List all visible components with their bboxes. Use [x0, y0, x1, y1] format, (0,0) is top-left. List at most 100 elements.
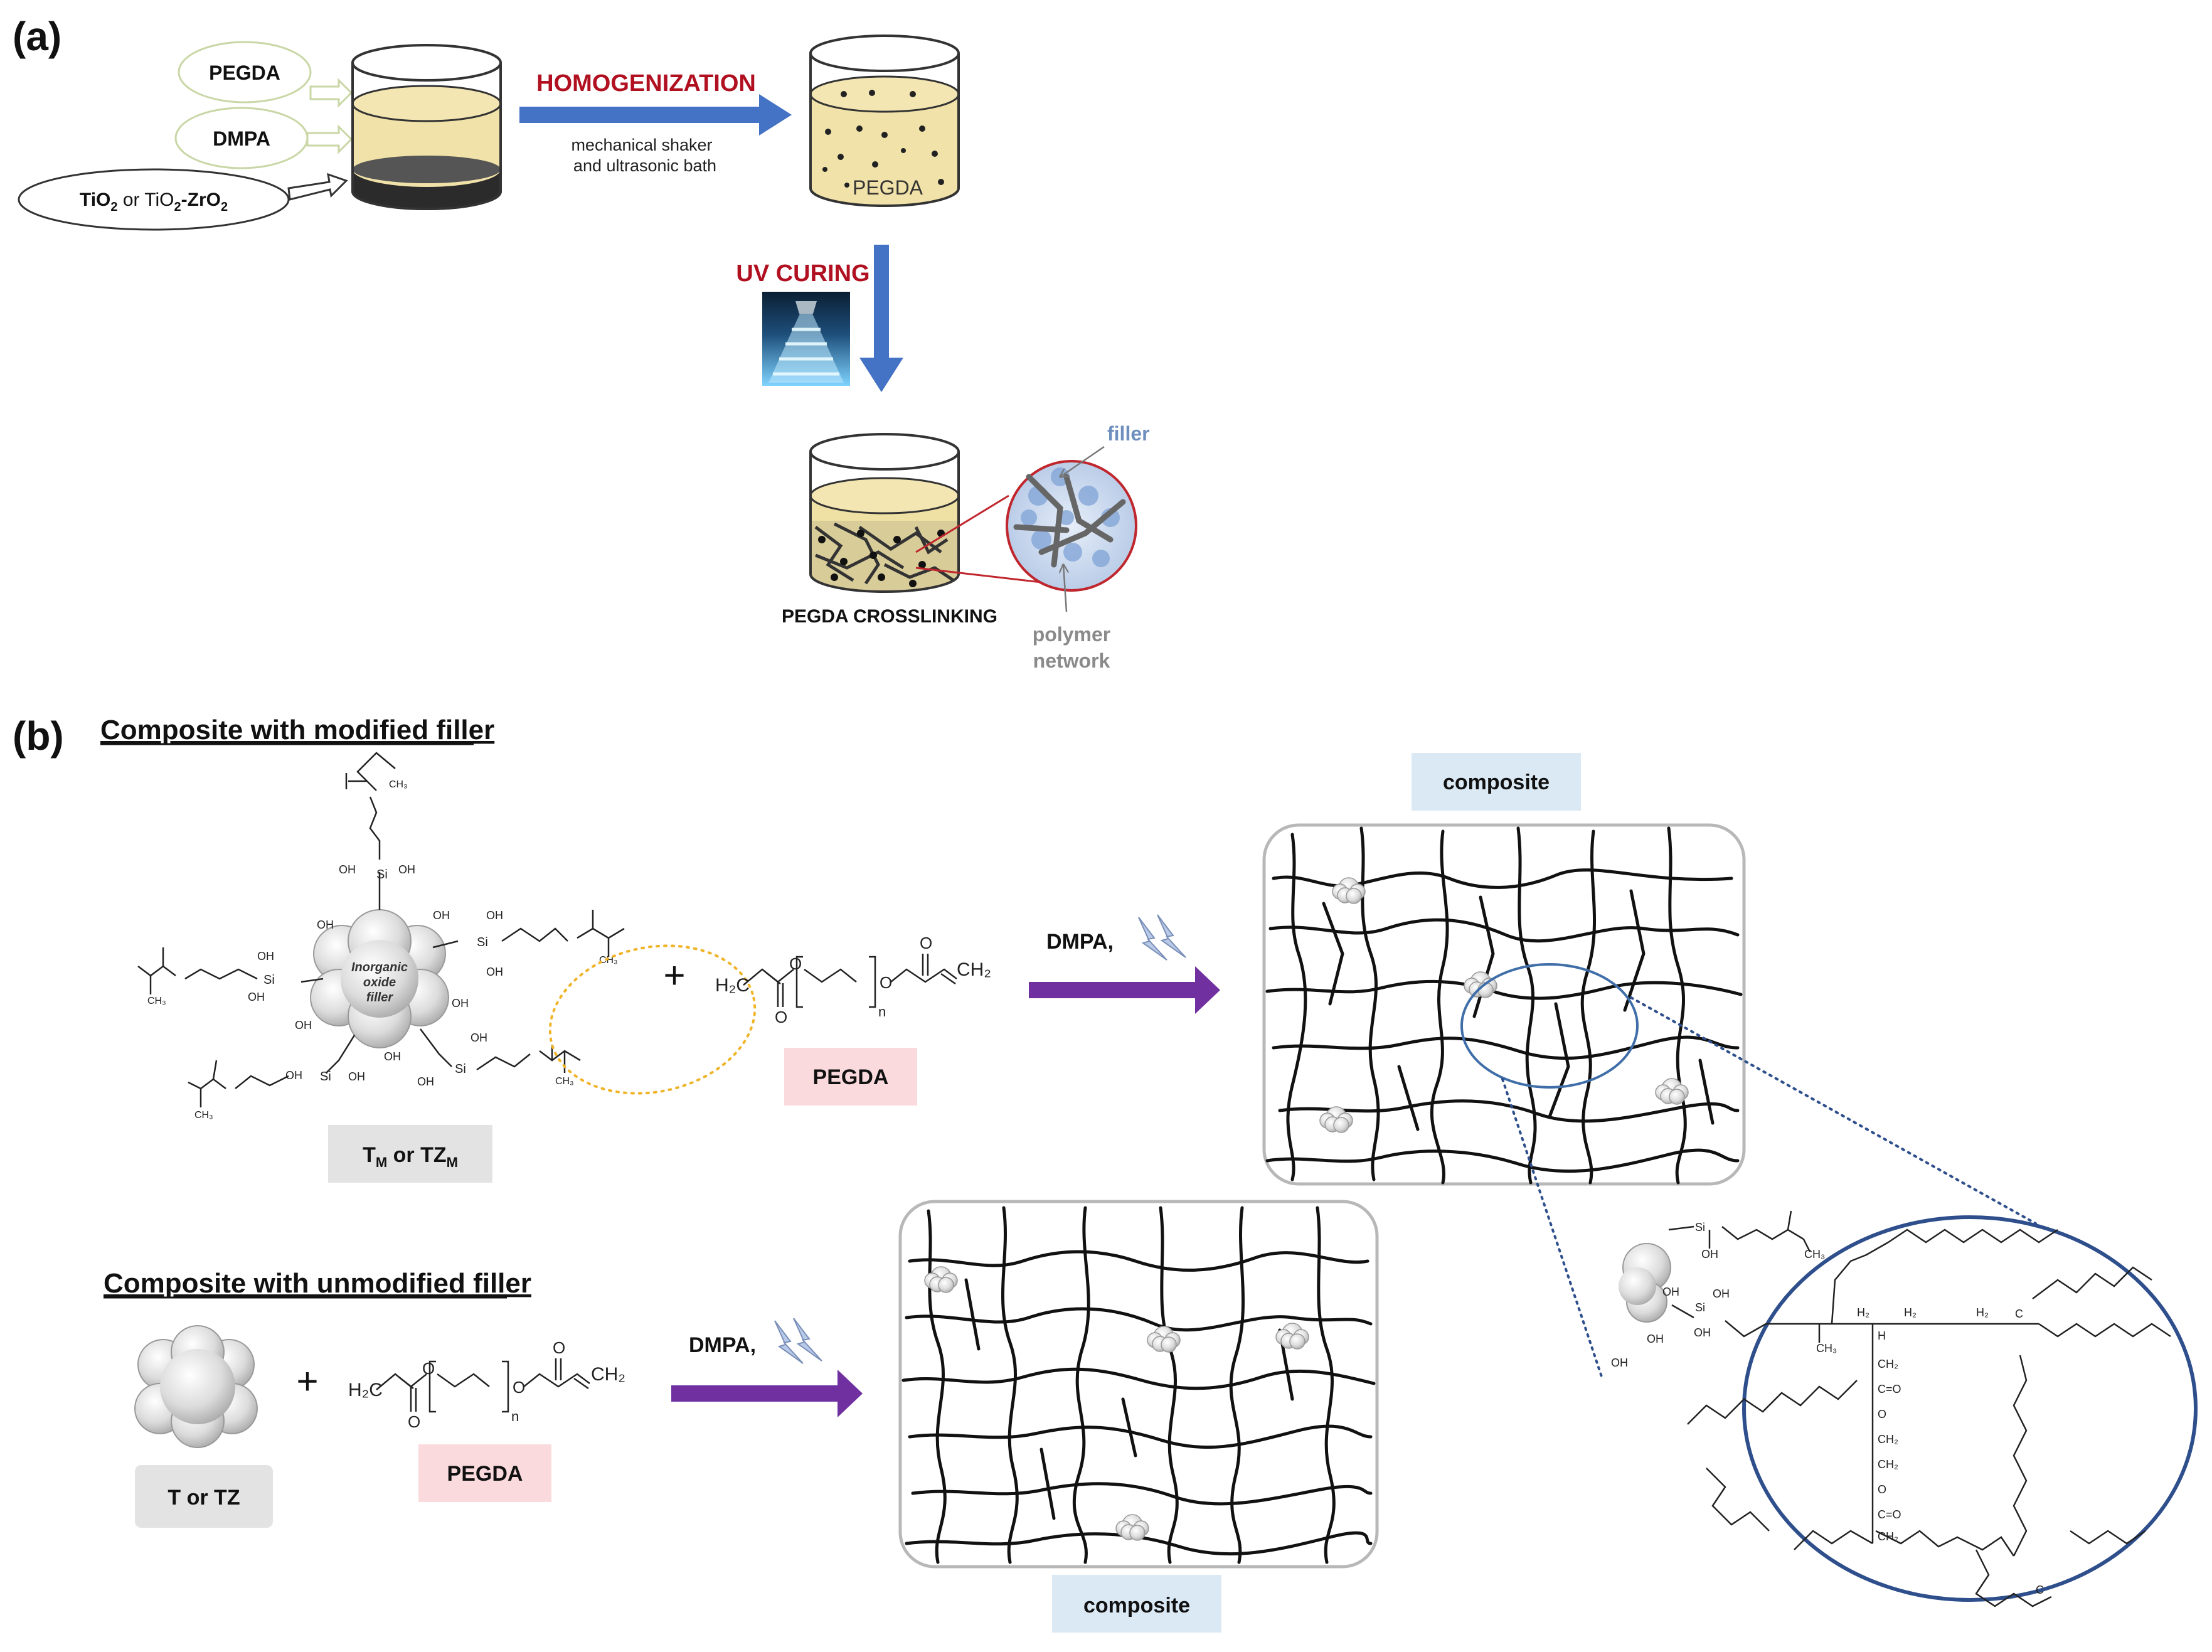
zoom-oh-1: OH [1701, 1248, 1718, 1260]
zoom-h2-2: H₂ [1904, 1306, 1917, 1319]
pegda-structure-top: H₂C O O O O n CH₂ [715, 934, 991, 1026]
zoom-line-top [915, 494, 1009, 553]
composite-label-top: composite [1443, 770, 1550, 794]
oh-label-surface-4: OH [452, 997, 469, 1010]
oh-label-top-left: OH [339, 863, 356, 876]
filler-text-line1: Inorganic [351, 961, 408, 974]
beaker-mixed: PEGDA [809, 35, 960, 207]
si-label-bottom-right: Si [455, 1062, 466, 1076]
panel-b-label: (b) [13, 713, 64, 759]
homogenization-line2: and ultrasonic bath [573, 156, 716, 175]
modified-plus-sign: + [663, 954, 685, 996]
pegda-o-top-2: O [775, 1008, 787, 1026]
pegda-o-bottom-4: O [553, 1338, 565, 1357]
zoom-oh-3: OH [1694, 1326, 1711, 1339]
beaker-initial [351, 44, 502, 210]
pegda-feed-arrow [309, 78, 353, 108]
oh-label-left-top: OH [257, 950, 274, 962]
composite-label-bottom: composite [1083, 1594, 1190, 1617]
composite-label-box-bottom [1052, 1575, 1221, 1633]
zoom-ch3-1: CH₃ [1804, 1248, 1825, 1260]
molecular-zoom-ellipse [1742, 1215, 2198, 1602]
oh-label-surface-3: OH [295, 1019, 312, 1031]
reactive-group-highlight [548, 944, 757, 1095]
unmodified-plus-sign: + [296, 1360, 318, 1402]
filler-text-line3: filler [366, 991, 393, 1005]
homogenization-title: HOMOGENIZATION [536, 70, 756, 97]
zoom-oh-6: OH [1611, 1356, 1628, 1369]
network-chains-bottom [901, 1206, 1376, 1564]
zoom-oh-4: OH [1662, 1286, 1679, 1298]
pegda-structure-bottom: H₂C O O O O n CH₂ [348, 1338, 625, 1431]
dmpa-label-bottom: DMPA, [689, 1333, 756, 1357]
zoom-dotted-line-2 [1501, 1078, 1604, 1382]
pegda-ch2-bottom: CH₂ [591, 1364, 625, 1385]
oxide-input-label: TiO2 or TiO2-ZrO2 [80, 189, 228, 214]
homogenization-line1: mechanical shaker [571, 136, 712, 154]
zoom-oh-5: OH [1647, 1333, 1664, 1345]
filler-text-line2: oxide [363, 976, 396, 989]
zoom-ch2-3: CH₂ [1878, 1458, 1898, 1471]
dmpa-label-top: DMPA, [1046, 930, 1114, 954]
unmodified-filler-label-box [135, 1465, 273, 1528]
pegda-input-bubble [178, 41, 312, 104]
pegda-h2c-bottom: H₂C [348, 1380, 383, 1400]
mixed-pegda-label: PEGDA [853, 176, 923, 199]
oh-label-top-right: OH [398, 863, 415, 876]
oh-label-br-b: OH [471, 1031, 487, 1044]
pegda-o-bottom-3: O [513, 1378, 525, 1397]
panel-a: (a) PEGDA DMPA TiO2 or TiO2-ZrO2 HOMOGEN… [13, 14, 1150, 672]
oh-label-left-bottom: OH [248, 991, 265, 1003]
zoom-oh-2: OH [1713, 1287, 1730, 1300]
beaker-crosslinked [809, 433, 960, 593]
oh-label-right-top: OH [486, 909, 503, 922]
modified-filler-heading: Composite with modified filler [100, 715, 494, 745]
oh-label-bl-b: OH [348, 1070, 365, 1083]
zoom-dotted-line-1 [1630, 996, 2037, 1225]
si-label-top: Si [376, 868, 388, 882]
panel-a-label: (a) [13, 14, 61, 59]
pegda-n-top: n [878, 1004, 886, 1020]
oxide-input-bubble [18, 168, 290, 231]
reaction-arrow-top [1029, 966, 1220, 1014]
panel-b: (b) Composite with modified filler Inorg… [13, 713, 2198, 1633]
zoom-ch3-2: CH₃ [1816, 1342, 1837, 1355]
composite-network-bottom [898, 1200, 1379, 1569]
zoom-si-1: Si [1695, 1221, 1705, 1234]
pegda-h2c-top: H₂C [715, 975, 750, 996]
oh-label-surface-5: OH [384, 1050, 401, 1063]
unmodified-filler-cloud [134, 1325, 258, 1448]
zoom-ch2-1: CH₂ [1878, 1358, 1898, 1370]
filler-callout-label: filler [1107, 422, 1150, 445]
unmodified-filler-heading: Composite with unmodified filler [104, 1268, 531, 1299]
zoom-o-2: O [1878, 1483, 1886, 1496]
zoom-region-circle [1460, 963, 1639, 1089]
light-bolt-icon-top [1138, 914, 1186, 961]
ch3-label-top: CH₃ [389, 779, 408, 790]
composite-label-box-top [1412, 753, 1581, 811]
modified-filler-label-box [328, 1125, 492, 1183]
molecular-zoom-content: Si OH CH₃ Si OH OH OH OH OH CH₃ H₂ H₂ H₂… [1611, 1210, 2171, 1607]
reaction-arrow-bottom [671, 1370, 863, 1417]
pegda-o-top-4: O [920, 934, 932, 952]
uv-curing-arrow [859, 245, 903, 392]
pegda-ch2-top: CH₂ [957, 959, 991, 980]
dmpa-input-label: DMPA [213, 127, 270, 150]
zoom-ch2-2: CH₂ [1878, 1433, 1898, 1446]
oh-label-bl-a: OH [285, 1069, 302, 1082]
uv-curing-title: UV CURING [736, 260, 869, 287]
oh-label-surface-1: OH [433, 909, 450, 922]
pegda-o-bottom-1: O [422, 1359, 435, 1378]
polymer-callout-line2: network [1033, 649, 1110, 672]
composite-network-top [1262, 823, 1746, 1186]
zoom-co-1: C=O [1878, 1383, 1901, 1395]
pegda-o-bottom-2: O [408, 1412, 420, 1431]
unmodified-filler-label: T or TZ [167, 1486, 240, 1510]
ch3-label-br: CH₃ [555, 1076, 574, 1087]
si-label-right: Si [477, 935, 488, 949]
filler-callout-line [1060, 445, 1105, 477]
pegda-o-top-1: O [789, 954, 802, 973]
zoom-o-1: O [1878, 1408, 1886, 1420]
ch3-label-left: CH₃ [147, 996, 166, 1006]
